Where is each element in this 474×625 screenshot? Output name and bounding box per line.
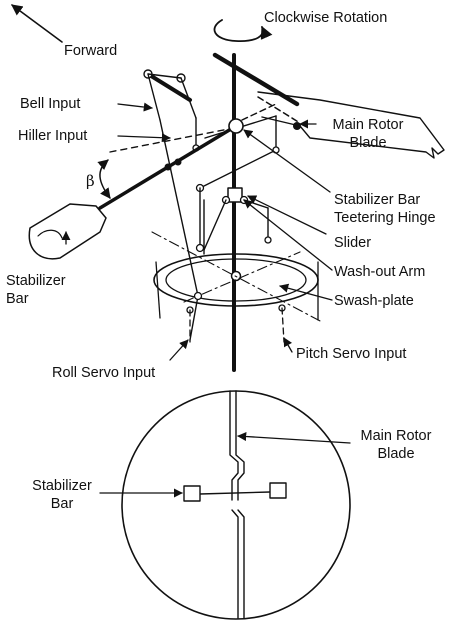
label-forward: Forward — [64, 43, 118, 59]
forward-arrow — [11, 4, 63, 43]
label-slider: Slider — [334, 235, 372, 251]
label-roll-servo-input: Roll Servo Input — [52, 365, 156, 381]
label-top-view-stabilizer-bar-line1: Stabilizer — [32, 478, 92, 494]
swash-plate-inner — [165, 258, 307, 302]
label-main-rotor-blade-line2: Blade — [349, 135, 387, 151]
teetering-hinge — [228, 118, 244, 134]
blade-grip-bar — [212, 52, 300, 107]
beta-angle-arc — [97, 159, 111, 199]
label-stabilizer-bar-line2: Bar — [6, 291, 29, 307]
label-top-view-stabilizer-bar: Stabilizer Bar — [22, 477, 102, 513]
label-main-rotor-blade: Main Rotor Blade — [318, 116, 418, 152]
label-top-view-main-rotor-blade-line1: Main Rotor — [360, 428, 432, 444]
label-clockwise-rotation: Clockwise Rotation — [264, 10, 388, 26]
label-teetering-hinge-line1: Stabilizer Bar — [334, 192, 421, 208]
label-pitch-servo-input: Pitch Servo Input — [296, 346, 407, 362]
stabilizer-paddle — [28, 203, 107, 260]
clockwise-rotation-arrow — [213, 19, 273, 42]
label-hiller-input: Hiller Input — [18, 128, 88, 144]
label-wash-out-arm: Wash-out Arm — [334, 264, 426, 280]
label-top-view-main-rotor-blade: Main Rotor Blade — [346, 427, 446, 463]
label-stabilizer-bar: Stabilizer Bar — [6, 272, 66, 308]
bell-input-bar — [146, 72, 192, 102]
label-top-view-main-rotor-blade-line2: Blade — [377, 446, 415, 462]
label-swash-plate: Swash-plate — [334, 293, 414, 309]
top-view-blade — [229, 390, 239, 501]
label-teetering-hinge-line2: Teetering Hinge — [334, 210, 436, 226]
blade-grip-pivot — [293, 122, 301, 130]
label-beta-angle: β — [86, 172, 95, 190]
top-view-right-paddle — [269, 482, 287, 499]
top-view-left-paddle — [183, 485, 201, 502]
main-rotor-blade — [257, 91, 445, 159]
top-view-stabilizer-bar — [199, 491, 271, 495]
label-stabilizer-bar-teetering-hinge: Stabilizer Bar Teetering Hinge — [334, 191, 436, 227]
label-stabilizer-bar-line1: Stabilizer — [6, 273, 66, 289]
slider-block — [227, 187, 243, 203]
label-bell-input: Bell Input — [20, 96, 81, 112]
label-top-view-stabilizer-bar-line2: Bar — [50, 496, 74, 512]
label-main-rotor-blade-line1: Main Rotor — [332, 117, 404, 133]
